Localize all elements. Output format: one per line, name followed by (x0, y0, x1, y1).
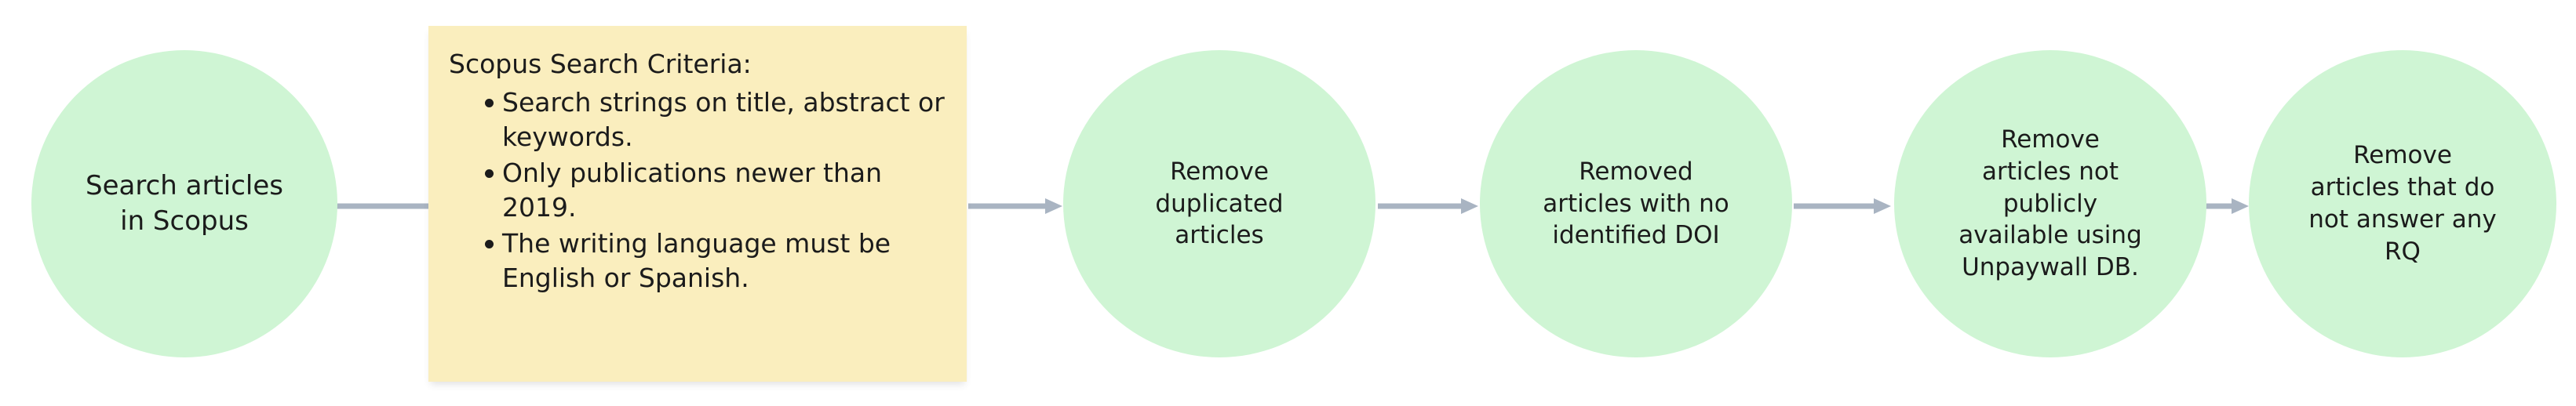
node-search-articles-in-scopus[interactable]: Search articles in Scopus (31, 50, 337, 357)
bullet-icon (485, 99, 494, 108)
note-list-item: Only publications newer than 2019. (485, 156, 946, 225)
node-label: Remove articles not publicly available u… (1958, 125, 2142, 282)
connector-note-to-duplicates (968, 196, 1066, 216)
node-label: Remove duplicated articles (1155, 157, 1284, 250)
connector-scopus-to-note (336, 196, 432, 216)
note-criteria-list: Search strings on title, abstract or key… (449, 85, 946, 295)
note-list-item: The writing language must be English or … (485, 227, 946, 295)
note-list-item: Search strings on title, abstract or key… (485, 85, 946, 154)
arrowhead-icon (1045, 198, 1062, 214)
arrowhead-icon (2232, 198, 2249, 214)
node-remove-articles-not-publicly-available[interactable]: Remove articles not publicly available u… (1894, 50, 2206, 357)
connector-doi-to-unpaywall (1794, 196, 1894, 216)
note-list-item-text: Only publications newer than 2019. (502, 157, 883, 223)
note-title: Scopus Search Criteria: (449, 49, 752, 79)
arrowhead-icon (1461, 198, 1478, 214)
node-removed-articles-with-no-identified-doi[interactable]: Removed articles with no identified DOI (1480, 50, 1792, 357)
note-list-item-text: Search strings on title, abstract or key… (502, 87, 945, 153)
node-label: Removed articles with no identified DOI (1543, 157, 1729, 250)
connector-duplicates-to-doi (1378, 196, 1481, 216)
note-list-item-text: The writing language must be English or … (502, 227, 891, 293)
arrowhead-icon (1874, 198, 1891, 214)
node-remove-duplicated-articles[interactable]: Remove duplicated articles (1063, 50, 1375, 357)
node-remove-articles-that-do-not-answer-any-rq[interactable]: Remove articles that do not answer any R… (2249, 50, 2556, 357)
node-label: Remove articles that do not answer any R… (2308, 141, 2497, 266)
node-label: Search articles in Scopus (86, 170, 283, 237)
bullet-icon (485, 239, 494, 248)
scopus-search-criteria-note[interactable]: Scopus Search Criteria: Search strings o… (428, 26, 967, 382)
bullet-icon (485, 169, 494, 179)
